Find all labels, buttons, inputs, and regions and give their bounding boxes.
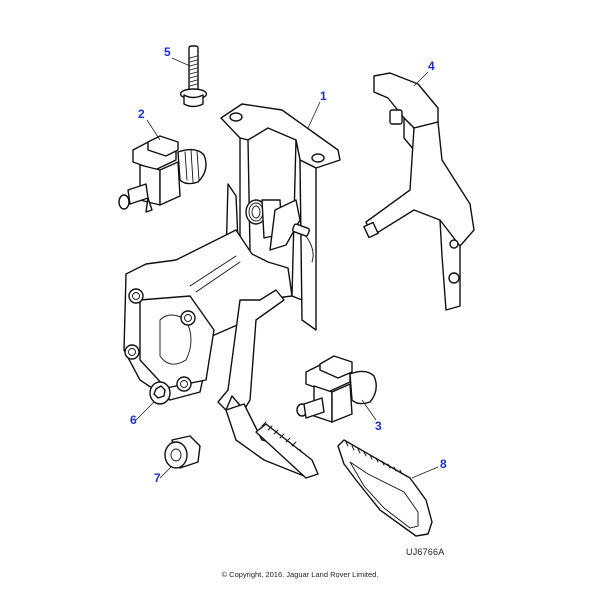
nut-part-7 (164, 435, 201, 469)
callout-1[interactable]: 1 (320, 89, 327, 103)
switch-part-3 (296, 355, 377, 423)
washer-part-6 (149, 381, 171, 405)
pedal-box-part-1 (123, 103, 341, 479)
reference-code: UJ6766A (406, 547, 445, 557)
callout-7[interactable]: 7 (154, 471, 161, 485)
bolt-part-5 (179, 45, 208, 108)
callout-4[interactable]: 4 (428, 59, 435, 73)
leader-lines (135, 57, 439, 479)
callout-3[interactable]: 3 (375, 419, 382, 433)
callout-8[interactable]: 8 (440, 457, 447, 471)
switch-part-2 (118, 135, 207, 213)
callout-2[interactable]: 2 (138, 107, 145, 121)
bracket-part-4 (363, 72, 475, 311)
callout-6[interactable]: 6 (130, 413, 137, 427)
copyright-notice: © Copyright, 2016. Jaguar Land Rover Lim… (221, 570, 379, 579)
pedal-pad-part-8 (337, 439, 433, 537)
callout-5[interactable]: 5 (164, 45, 171, 59)
